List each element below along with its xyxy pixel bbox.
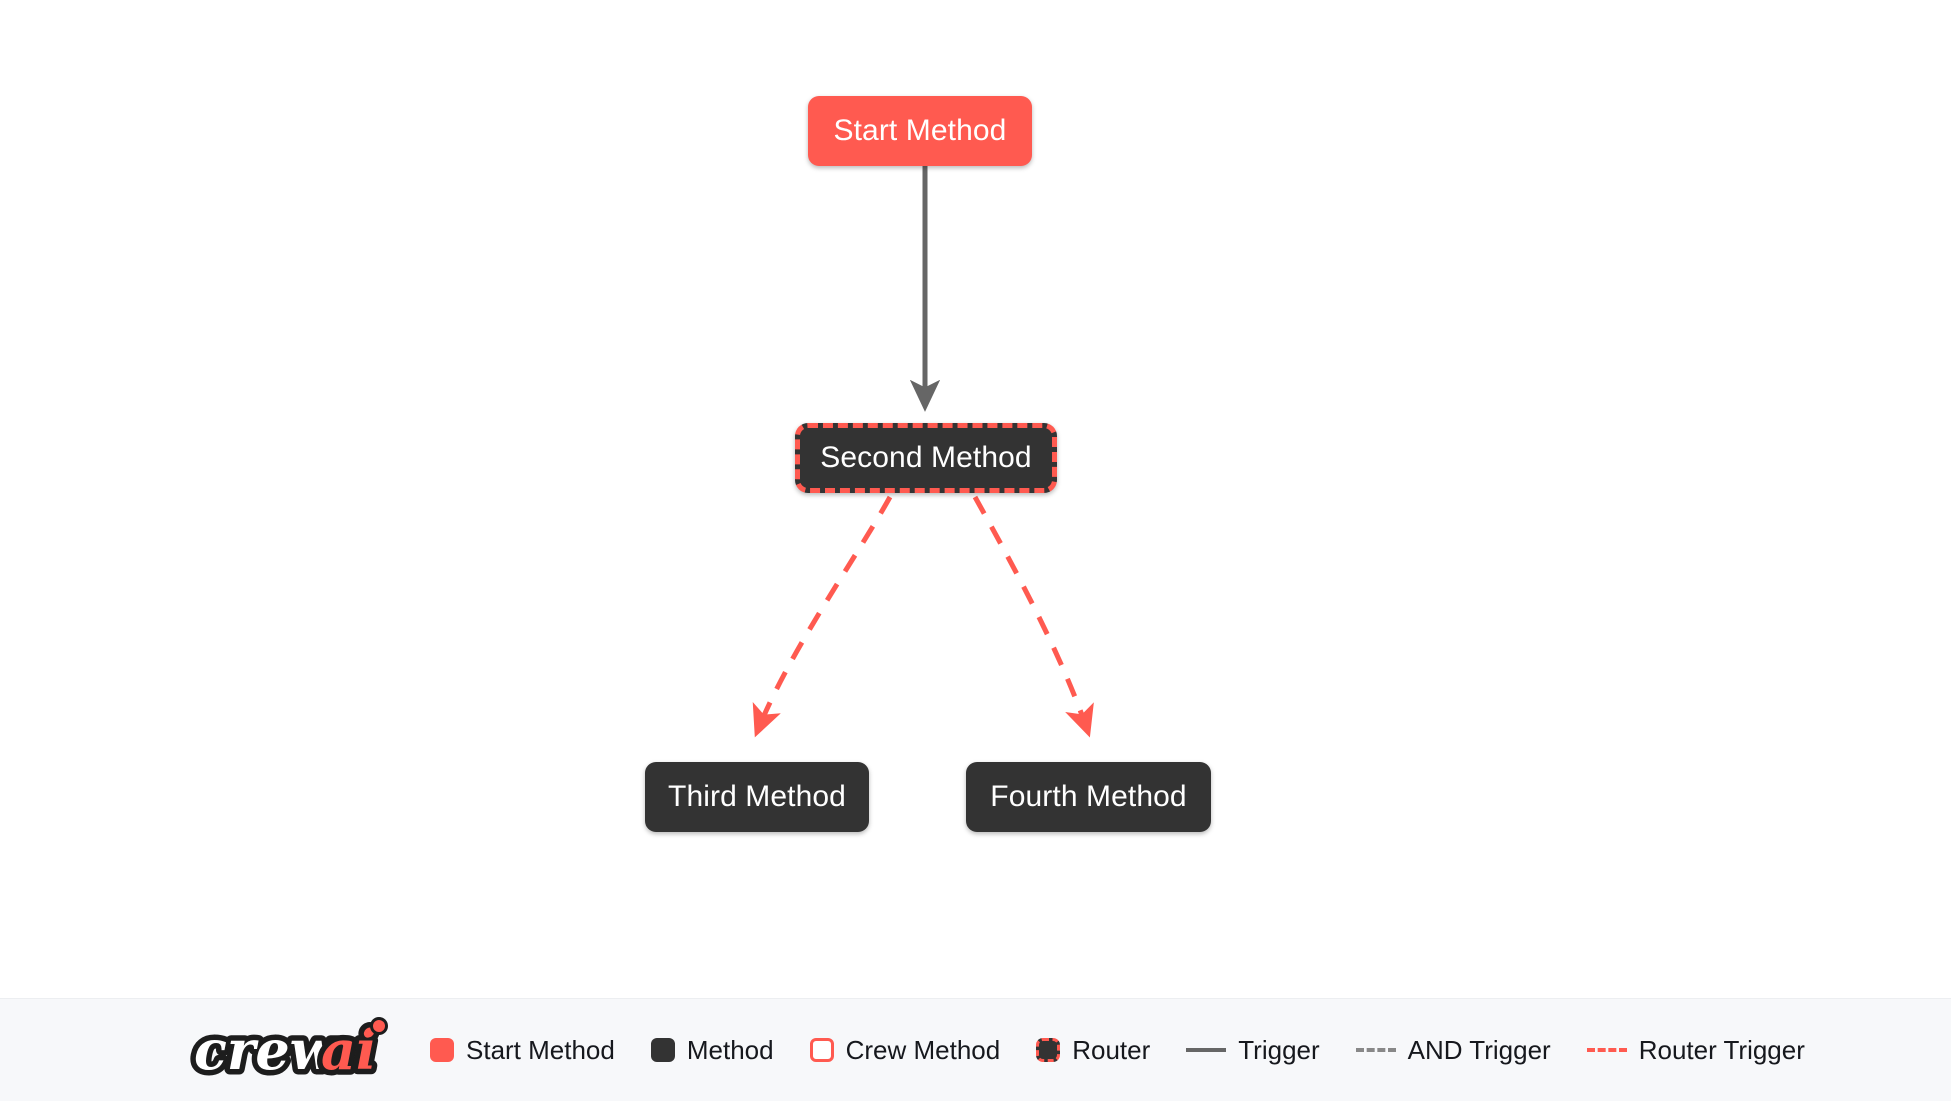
node-label: Second Method	[820, 441, 1032, 474]
logo-outline-crew: crew	[194, 1018, 339, 1082]
logo-text-ai: ai	[321, 1018, 377, 1082]
legend-item-trigger: Trigger	[1186, 1035, 1320, 1065]
legend-items: Start Method Method Crew Method Router T…	[430, 1037, 1805, 1063]
logo-dot	[373, 1020, 385, 1032]
start-method-swatch-icon	[430, 1038, 454, 1062]
node-label: Start Method	[833, 114, 1007, 147]
node-fourth-method[interactable]: Fourth Method	[966, 762, 1211, 832]
edge-second-to-fourth	[972, 495, 1094, 738]
legend-item-router-trigger: Router Trigger	[1586, 1035, 1805, 1065]
node-second-method[interactable]: Second Method	[795, 423, 1057, 493]
method-swatch-icon	[650, 1038, 675, 1062]
legend-label: Router	[1072, 1035, 1151, 1065]
legend-label: Router Trigger	[1638, 1035, 1805, 1065]
flow-diagram-canvas: Start Method Second Method Third Method …	[645, 96, 1211, 832]
legend-label: AND Trigger	[1407, 1035, 1551, 1065]
crew-method-swatch-icon	[809, 1038, 834, 1062]
node-label: Third Method	[668, 780, 846, 813]
edge-second-to-third	[752, 495, 893, 738]
legend-label: Start Method	[466, 1035, 615, 1065]
legend-label: Trigger	[1238, 1035, 1320, 1065]
legend-item-start-method: Start Method	[430, 1037, 615, 1063]
legend-bar: crew crew ai ai Start Method Method Crew…	[0, 998, 1951, 1101]
node-label: Fourth Method	[990, 780, 1187, 813]
router-swatch-icon	[1036, 1038, 1061, 1062]
legend-item-method: Method	[650, 1035, 774, 1065]
trigger-line-icon	[1186, 1048, 1227, 1052]
node-start-method[interactable]: Start Method	[808, 96, 1032, 166]
logo-text-crew: crew	[194, 1018, 339, 1082]
legend-label: Crew Method	[845, 1035, 1001, 1065]
legend-item-and-trigger: AND Trigger	[1355, 1035, 1551, 1065]
and-trigger-line-icon	[1355, 1048, 1396, 1052]
legend-item-crew-method: Crew Method	[809, 1035, 1001, 1065]
legend-label: Method	[686, 1035, 774, 1065]
router-trigger-line-icon	[1586, 1048, 1627, 1052]
node-third-method[interactable]: Third Method	[645, 762, 869, 832]
crewai-logo: crew crew ai ai	[189, 1013, 388, 1087]
legend-item-router: Router	[1036, 1037, 1150, 1063]
